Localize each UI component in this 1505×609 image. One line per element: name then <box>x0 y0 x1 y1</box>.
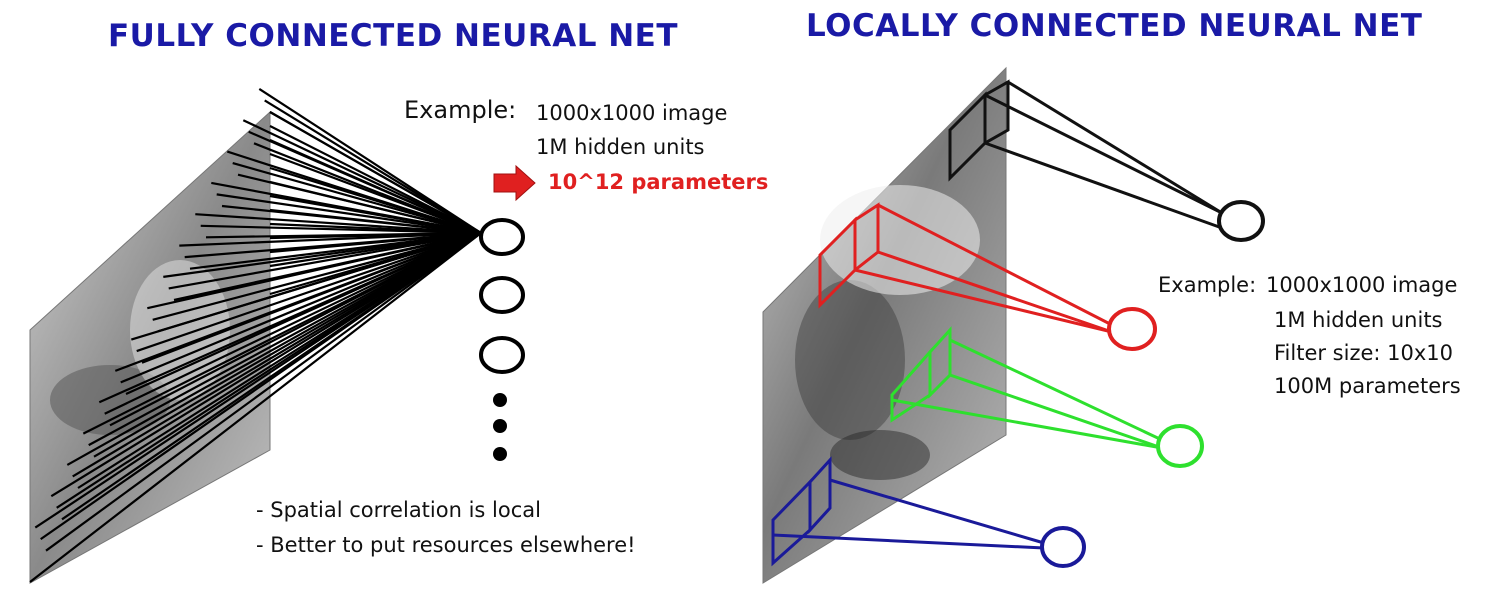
hidden-unit-node <box>479 336 525 374</box>
right-example-line-units: 1M hidden units <box>1274 308 1443 332</box>
hidden-unit-node <box>1040 526 1086 568</box>
hidden-units-left <box>479 218 525 461</box>
right-example-line-filter: Filter size: 10x10 <box>1274 341 1454 365</box>
right-example-label: Example: <box>1158 273 1257 297</box>
right-example-line-parameters: 100M parameters <box>1274 374 1461 398</box>
hidden-unit-node <box>1217 200 1265 242</box>
left-parameter-count: 10^12 parameters <box>548 170 769 194</box>
left-note-spatial: - Spatial correlation is local <box>256 498 541 522</box>
filter-patch-red <box>818 202 1157 351</box>
hidden-unit-node <box>479 218 525 256</box>
left-note-resources: - Better to put resources elsewhere! <box>256 533 636 557</box>
hidden-unit-node <box>1107 307 1157 351</box>
filter-patch-blue <box>771 456 1086 568</box>
full-connection-lines <box>29 87 482 583</box>
right-example-line-image: 1000x1000 image <box>1266 273 1458 297</box>
input-image-right <box>762 66 1007 584</box>
ellipsis-dot <box>493 419 507 433</box>
ellipsis-dot <box>493 447 507 461</box>
ellipsis-dot <box>493 393 507 407</box>
hidden-unit-node <box>1156 424 1204 468</box>
left-panel-title: FULLY CONNECTED NEURAL NET <box>108 18 679 54</box>
arrow-right-icon <box>493 164 536 202</box>
left-example-label: Example: <box>404 96 517 124</box>
left-example-line-image: 1000x1000 image <box>536 101 728 125</box>
hidden-unit-node <box>479 276 525 314</box>
filter-patch-black <box>948 79 1265 242</box>
right-panel-title: LOCALLY CONNECTED NEURAL NET <box>806 8 1423 44</box>
left-example-line-units: 1M hidden units <box>536 135 705 159</box>
filter-patch-green <box>890 326 1204 468</box>
